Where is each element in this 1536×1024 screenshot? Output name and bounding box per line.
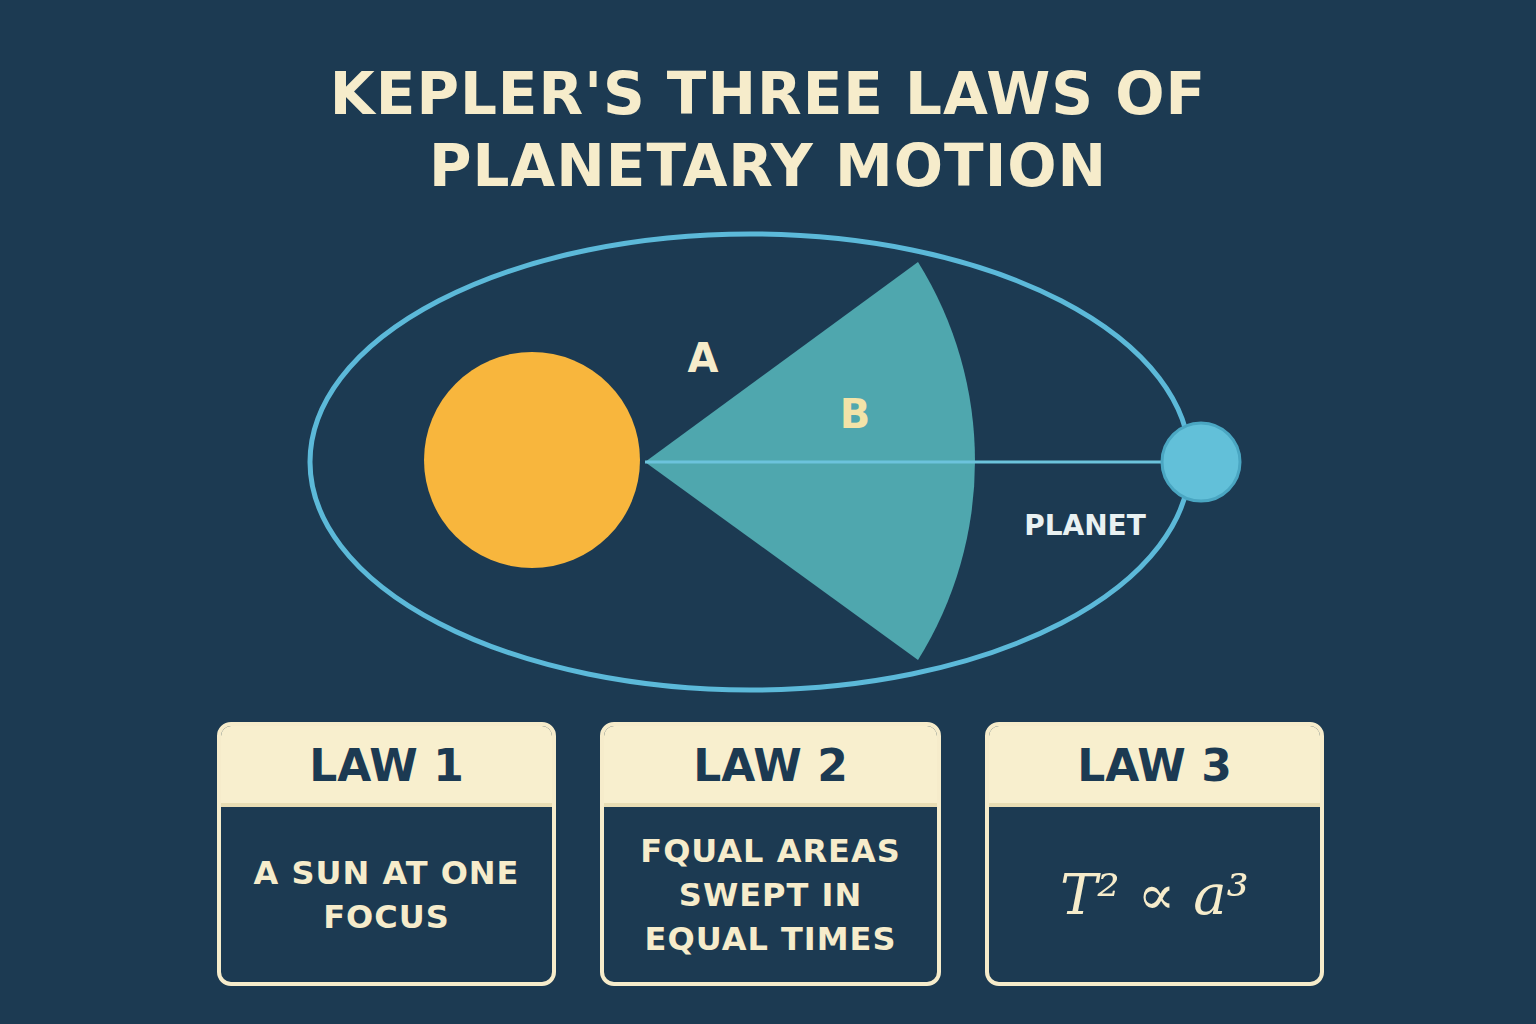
area-label: B [840,391,871,437]
law-heading: LAW 1 [221,726,552,807]
law-statement: A SUN AT ONE FOCUS [221,807,552,982]
law-formula: T² ∝ a³ [989,807,1320,982]
orbit-ellipse [310,234,1190,690]
law-statement: FQUAL AREAS SWEPT IN EQUAL TIMES [604,807,937,982]
sun [424,352,640,568]
planet-label: PLANET [1024,509,1146,542]
diagram-title: KEPLER'S THREE LAWS OF PLANETARY MOTION [318,58,1218,202]
law-heading: LAW 3 [989,726,1320,807]
radius-line [645,461,1165,464]
planet [1162,423,1240,501]
law-box: LAW 2FQUAL AREAS SWEPT IN EQUAL TIMES [600,722,941,986]
law-box: LAW 3T² ∝ a³ [985,722,1324,986]
law-heading: LAW 2 [604,726,937,807]
area-label: A [688,335,719,381]
law-box: LAW 1A SUN AT ONE FOCUS [217,722,556,986]
